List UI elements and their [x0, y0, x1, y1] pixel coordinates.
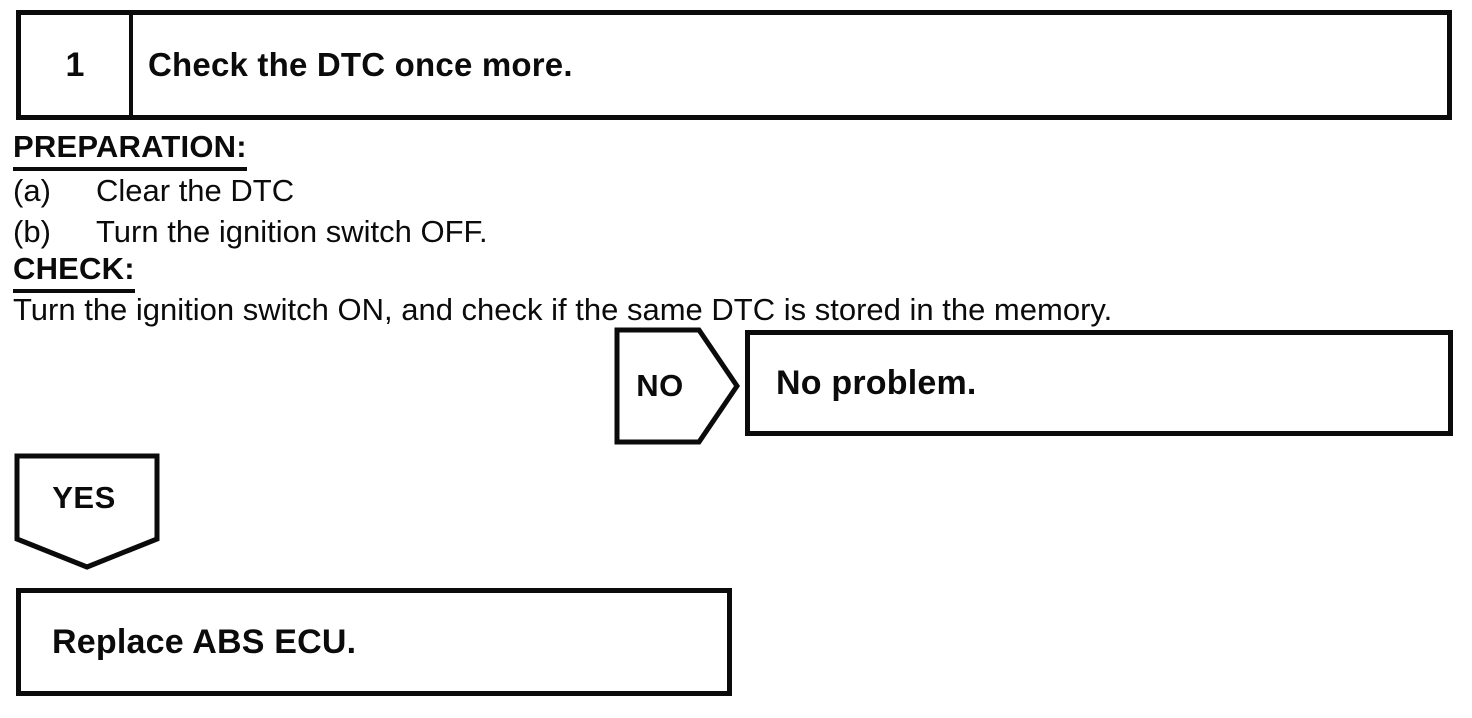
no-result-box: No problem. — [745, 330, 1453, 436]
step-number: 1 — [21, 15, 133, 115]
check-heading: CHECK: — [13, 251, 135, 293]
check-instruction: Turn the ignition switch ON, and check i… — [13, 292, 1113, 327]
preparation-item-b-text: Turn the ignition switch OFF. — [96, 214, 488, 249]
no-connector-shape — [614, 327, 740, 445]
yes-result-box: Replace ABS ECU. — [16, 588, 732, 696]
preparation-item-b-label: (b) — [13, 214, 51, 249]
yes-connector-shape — [14, 453, 160, 570]
no-connector: NO — [614, 327, 740, 445]
no-result-text: No problem. — [776, 363, 977, 402]
preparation-item-a-label: (a) — [13, 173, 51, 208]
yes-connector: YES — [14, 453, 160, 570]
step-title: Check the DTC once more. — [148, 46, 573, 83]
preparation-section: PREPARATION: — [13, 129, 247, 171]
yes-result-text: Replace ABS ECU. — [52, 622, 357, 661]
preparation-item-a-text: Clear the DTC — [96, 173, 295, 208]
step-header: 1 Check the DTC once more. — [16, 10, 1452, 120]
no-connector-label: NO — [636, 368, 684, 403]
check-section: CHECK: — [13, 251, 135, 293]
yes-connector-label: YES — [52, 480, 116, 515]
preparation-heading: PREPARATION: — [13, 129, 247, 171]
